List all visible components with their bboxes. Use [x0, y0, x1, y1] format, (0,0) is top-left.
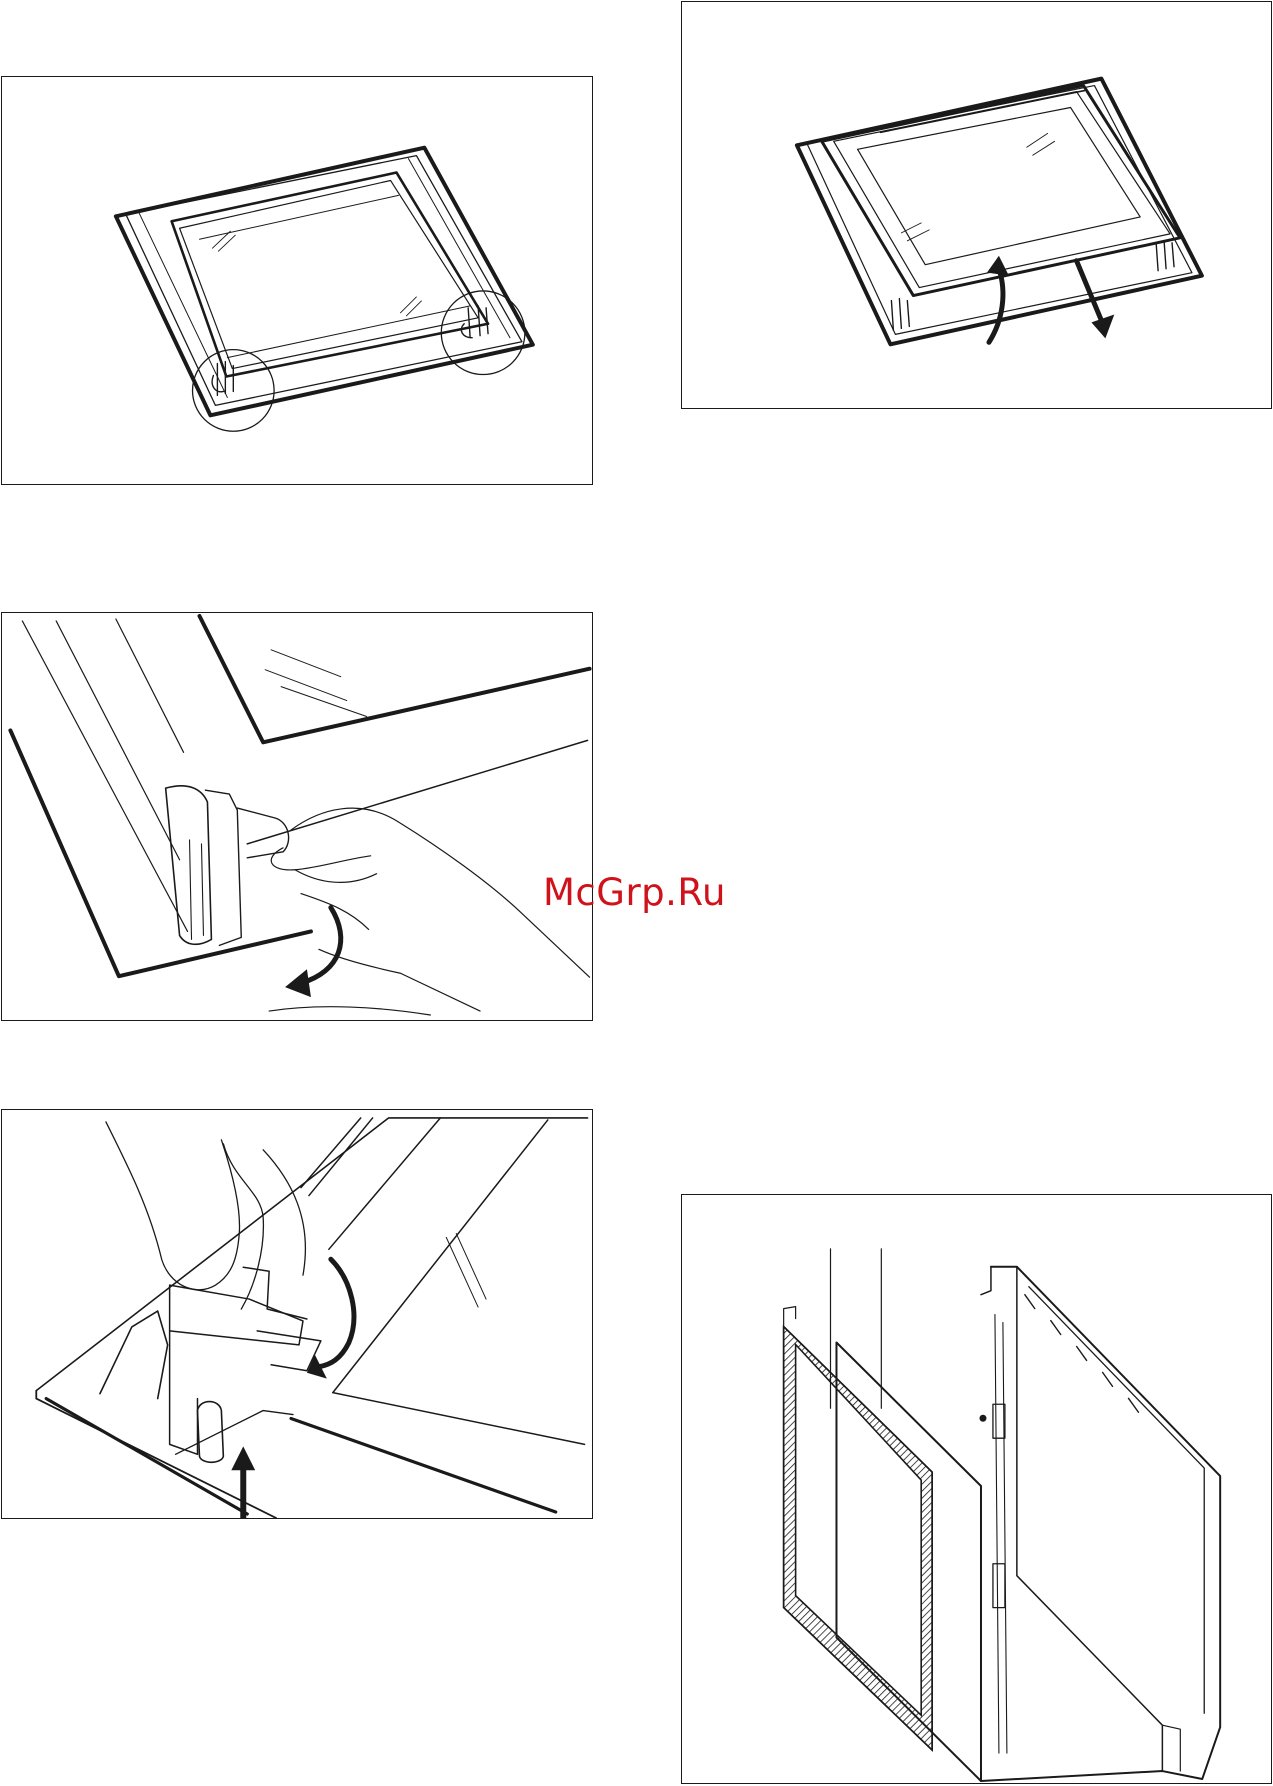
watermark-text: McGrp.Ru: [543, 871, 726, 914]
hinge-lever-hand-icon: [2, 613, 592, 1020]
figure-hinge-clip: [1, 1109, 593, 1519]
figure-door-lift-off: [681, 1, 1272, 409]
figure-door-hinges: [1, 76, 593, 485]
door-lift-off-icon: [682, 2, 1271, 408]
hinge-clip-lock-icon: [2, 1110, 592, 1518]
oven-door-hinges-icon: [2, 77, 592, 484]
figure-door-glass-panels: [681, 1194, 1272, 1784]
door-glass-panels-icon: [682, 1195, 1271, 1783]
figure-hinge-lever: [1, 612, 593, 1021]
